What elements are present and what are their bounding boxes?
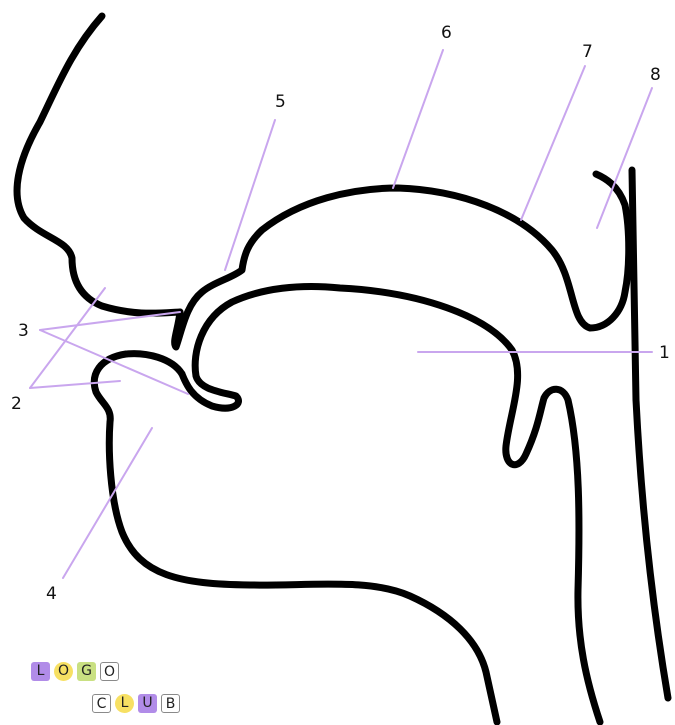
- leader-line-3a: [40, 312, 180, 330]
- logo-club-logo: L O G O C L U B: [31, 662, 211, 718]
- label-3: 3: [18, 321, 29, 341]
- logo-tile-l: L: [31, 662, 50, 681]
- leader-line-6: [393, 50, 443, 188]
- label-2: 2: [11, 394, 22, 414]
- label-8: 8: [650, 65, 661, 85]
- palate-outline: [175, 174, 629, 347]
- label-7: 7: [582, 42, 593, 62]
- label-1: 1: [659, 343, 670, 363]
- label-6: 6: [441, 23, 452, 43]
- logo-tile-u: U: [138, 694, 157, 713]
- label-4: 4: [46, 584, 57, 604]
- logo-tile-o1: O: [54, 662, 73, 681]
- diagram-labels: 1 2 3 4 5 6 7 8: [11, 23, 670, 604]
- pharynx-wall-outline: [632, 170, 668, 698]
- logo-tile-l2: L: [115, 694, 134, 713]
- logo-tile-b: B: [161, 694, 180, 713]
- logo-tile-g: G: [77, 662, 96, 681]
- label-5: 5: [275, 92, 286, 112]
- leader-line-2b: [30, 381, 120, 388]
- face-profile-outline: [17, 16, 180, 313]
- leader-line-7: [521, 66, 585, 220]
- logo-tile-o2: O: [100, 662, 119, 681]
- logo-tile-c: C: [92, 694, 111, 713]
